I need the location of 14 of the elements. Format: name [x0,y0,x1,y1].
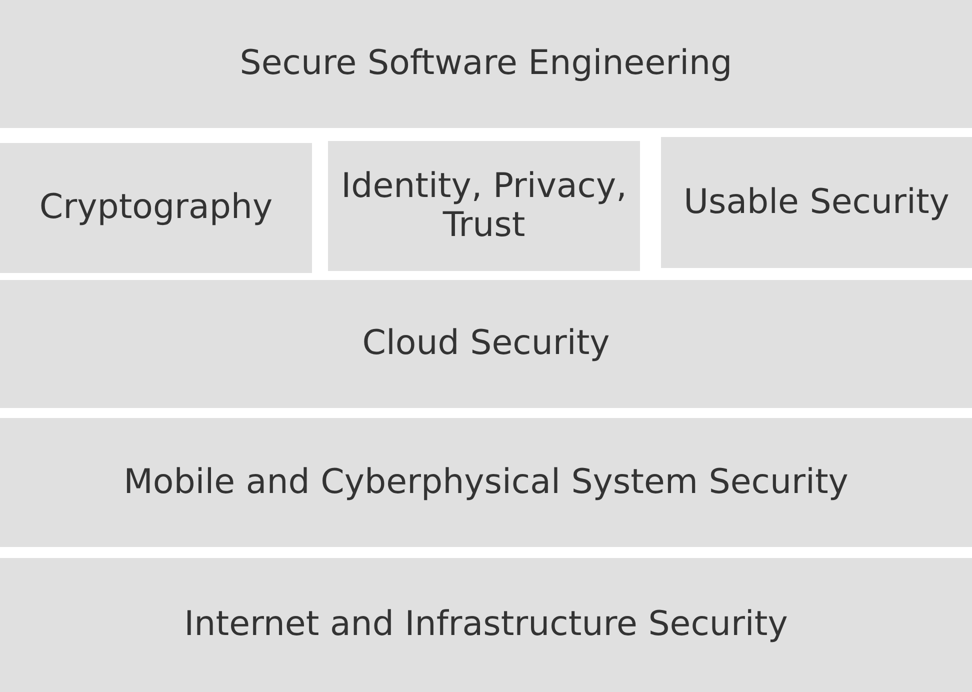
layer-label: Mobile and Cyberphysical System Security [124,462,848,502]
layer-box [0,143,312,273]
layer-box [0,418,972,547]
layer-box [0,0,972,128]
layer-label: Internet and Infrastructure Security [184,605,788,645]
layer-label: Secure Software Engineering [240,44,732,84]
layer-box [328,141,640,271]
layer-label: Cloud Security [362,324,610,364]
layer-box [661,137,972,268]
layer-label: Usable Security [684,182,950,222]
layer-box [0,280,972,408]
layer-box [0,558,972,692]
layer-label: Identity, Privacy, Trust [340,166,628,246]
layer-label: Cryptography [39,188,273,228]
